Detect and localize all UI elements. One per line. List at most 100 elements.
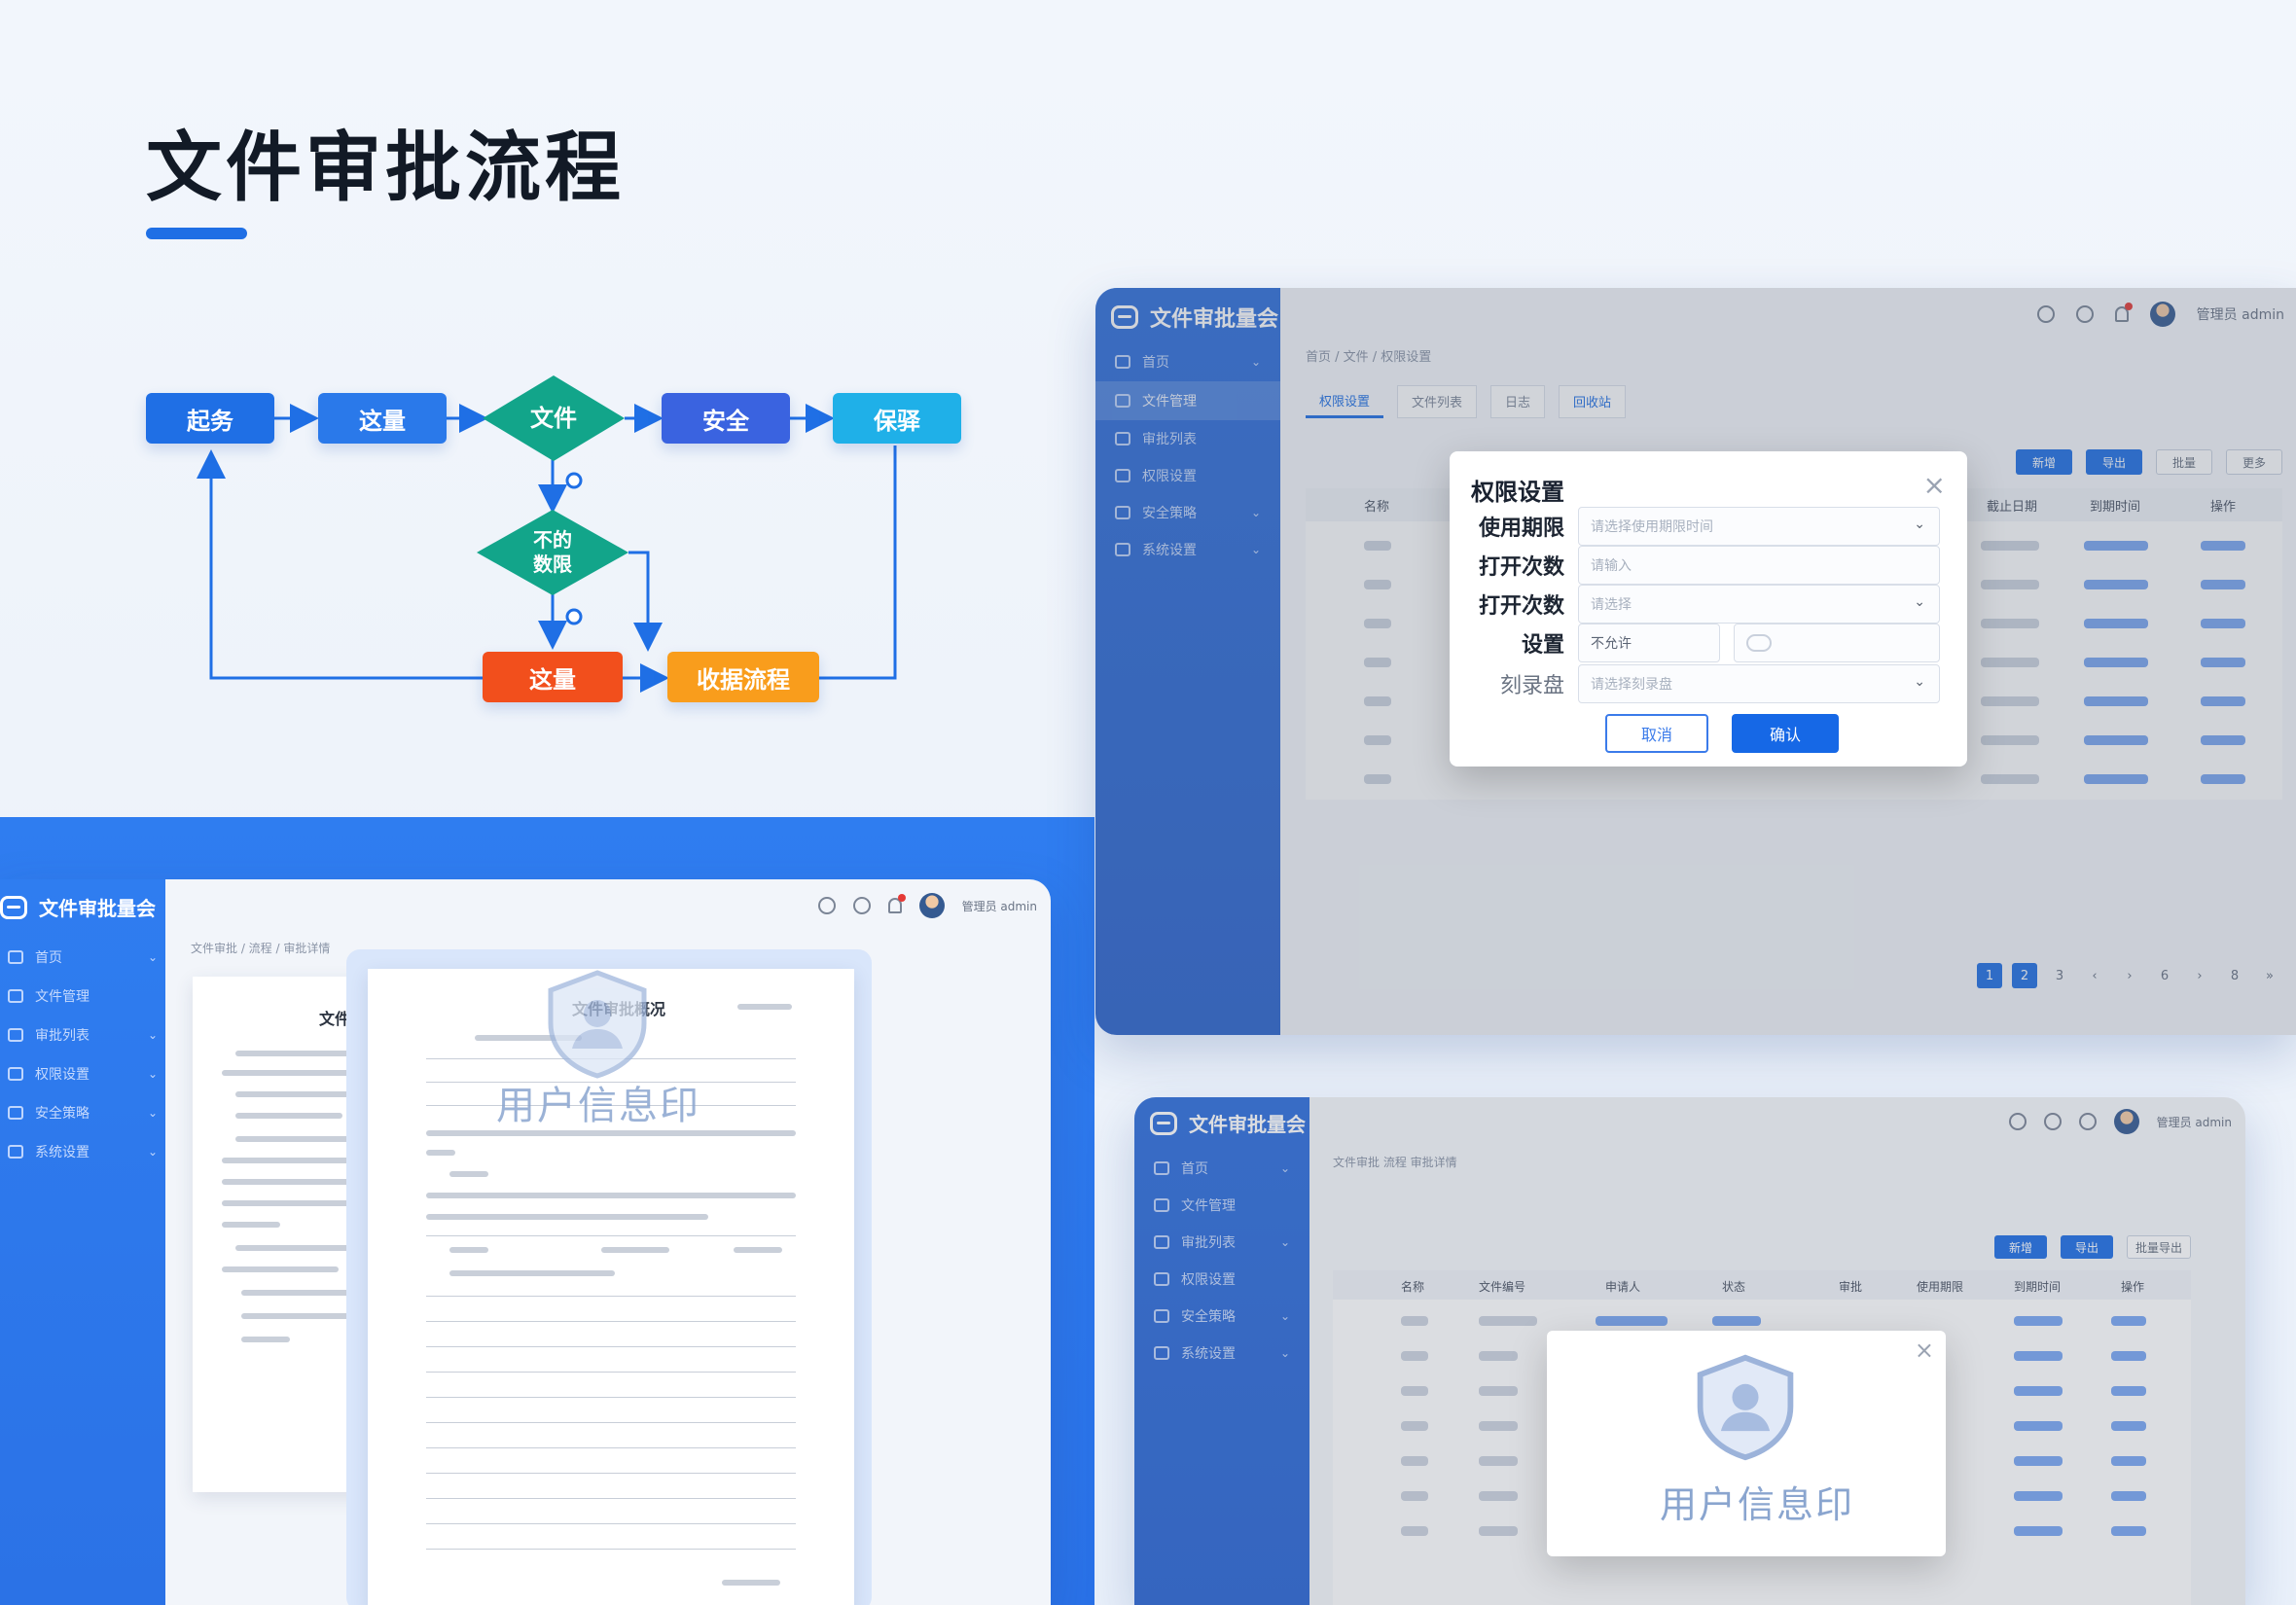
avatar[interactable]	[918, 893, 945, 918]
brand-logo-icon	[0, 895, 27, 919]
page-button[interactable]: ‹	[2092, 968, 2098, 983]
sidebar-item-files[interactable]: 文件管理	[1095, 381, 1280, 420]
sidebar-item-files[interactable]: 文件管理	[0, 977, 165, 1016]
table-header-cell: 名称	[1401, 1280, 1425, 1294]
sidebar-item-permissions[interactable]: 权限设置	[1134, 1261, 1309, 1298]
page-button[interactable]: »	[2266, 968, 2274, 983]
table-row[interactable]	[1333, 1344, 2191, 1368]
batch-button[interactable]: 批量	[2156, 449, 2212, 475]
sidebar-item-security[interactable]: 安全策略⌄	[1134, 1298, 1309, 1335]
table-row[interactable]	[1306, 572, 2282, 597]
main-area: 管理员 admin 文件审批 / 流程 / 审批详情 文件审阅 文件审批概况	[165, 879, 1051, 1605]
table-row[interactable]	[1306, 689, 2282, 714]
settings-toggle-field[interactable]	[1734, 624, 1940, 662]
sidebar-item-system[interactable]: 系统设置⌄	[0, 1132, 165, 1171]
table-row[interactable]	[1333, 1379, 2191, 1403]
open-count-input[interactable]: 请输入	[1578, 546, 1940, 585]
table-header-cell: 操作	[2210, 499, 2237, 515]
seal-popup-window: 文件审批量会 首页⌄ 文件管理 审批列表⌄ 权限设置 安全策略⌄ 系统设置⌄ 管…	[1134, 1097, 2245, 1605]
settings-icon[interactable]	[2078, 1113, 2097, 1130]
table-row[interactable]	[1306, 533, 2282, 558]
sidebar-item-files[interactable]: 文件管理	[1134, 1187, 1309, 1224]
sidebar-item-system[interactable]: 系统设置⌄	[1134, 1335, 1309, 1372]
table-row[interactable]	[1333, 1309, 2191, 1333]
usage-period-select[interactable]: 请选择使用期限时间 ⌄	[1578, 507, 1940, 546]
avatar[interactable]	[2149, 302, 2175, 327]
page-button[interactable]: 2	[2012, 963, 2037, 988]
table-row[interactable]	[1306, 728, 2282, 753]
export-button[interactable]: 导出	[2061, 1235, 2113, 1259]
flow-branch-receipt: 收据流程	[667, 652, 819, 702]
page-button[interactable]: 8	[2230, 968, 2240, 983]
sidebar-item-label: 首页	[1181, 1161, 1208, 1177]
close-icon[interactable]: ×	[1922, 469, 1946, 501]
page-button[interactable]: 3	[2055, 968, 2064, 983]
chevron-down-icon: ⌄	[1250, 506, 1261, 519]
add-button[interactable]: 新增	[2016, 449, 2072, 475]
flow-step-file-label: 文件	[530, 405, 577, 432]
page-button[interactable]: 1	[1977, 963, 2002, 988]
sidebar-item-label: 文件管理	[35, 989, 90, 1005]
sidebar-item-permissions[interactable]: 权限设置	[1095, 457, 1280, 494]
table-header-cell: 使用期限	[1917, 1280, 1964, 1294]
tab-permissions[interactable]: 权限设置	[1306, 385, 1384, 418]
user-name: 管理员 admin	[2156, 1115, 2232, 1129]
table-row[interactable]	[1333, 1519, 2191, 1543]
toolbar: 新增 导出 批量 更多	[2016, 449, 2282, 475]
chevron-down-icon: ⌄	[1279, 1161, 1290, 1175]
table-row[interactable]	[1306, 650, 2282, 675]
toggle-switch[interactable]	[1746, 634, 1772, 652]
sidebar-item-approvals[interactable]: 审批列表	[1095, 420, 1280, 457]
field-placeholder: 请选择使用期限时间	[1591, 519, 1713, 535]
page-button[interactable]: 6	[2160, 968, 2170, 983]
confirm-button[interactable]: 确认	[1732, 714, 1839, 753]
sidebar-item-label: 系统设置	[1142, 543, 1197, 558]
user-name: 管理员 admin	[961, 899, 1037, 913]
field-placeholder: 不允许	[1591, 636, 1632, 652]
batch-export-button[interactable]: 批量导出	[2127, 1235, 2191, 1259]
table-header-cell: 截止日期	[1987, 499, 2038, 515]
user-icon[interactable]	[2075, 305, 2094, 323]
sidebar-item-label: 权限设置	[1142, 469, 1197, 484]
cancel-button[interactable]: 取消	[1605, 714, 1708, 753]
chevron-down-icon: ⌄	[1279, 1346, 1290, 1360]
table-row[interactable]	[1306, 767, 2282, 792]
tab-logs[interactable]: 日志	[1490, 385, 1546, 418]
close-icon[interactable]: ×	[1914, 1337, 1934, 1364]
sidebar-item-home[interactable]: 首页⌄	[0, 938, 165, 977]
user-icon[interactable]	[852, 897, 871, 914]
settings-input[interactable]: 不允许	[1578, 624, 1720, 662]
table-row[interactable]	[1333, 1449, 2191, 1473]
bell-icon[interactable]	[2114, 303, 2133, 322]
add-button[interactable]: 新增	[1994, 1235, 2047, 1259]
sidebar-item-home[interactable]: 首页⌄	[1095, 342, 1280, 381]
sidebar-item-security[interactable]: 安全策略⌄	[1095, 494, 1280, 531]
sidebar-item-label: 安全策略	[1181, 1309, 1236, 1325]
open-count-select[interactable]: 请选择 ⌄	[1578, 585, 1940, 624]
sidebar: 文件审批量会 首页⌄ 文件管理 审批列表⌄ 权限设置 安全策略⌄ 系统设置⌄	[1134, 1097, 1309, 1605]
sidebar-item-approvals[interactable]: 审批列表⌄	[1134, 1224, 1309, 1261]
search-icon[interactable]	[2036, 305, 2055, 323]
page-button[interactable]: ›	[2197, 968, 2203, 983]
burn-disc-select[interactable]: 请选择刻录盘 ⌄	[1578, 664, 1940, 703]
table-row[interactable]	[1306, 611, 2282, 636]
sidebar-item-permissions[interactable]: 权限设置⌄	[0, 1054, 165, 1093]
search-icon[interactable]	[2008, 1113, 2027, 1130]
bell-icon[interactable]	[887, 894, 906, 913]
search-icon[interactable]	[817, 897, 836, 914]
export-button[interactable]: 导出	[2086, 449, 2142, 475]
sidebar-item-approvals[interactable]: 审批列表⌄	[0, 1016, 165, 1054]
sidebar-item-home[interactable]: 首页 ⌄	[1134, 1150, 1309, 1187]
tab-recycle[interactable]: 回收站	[1559, 385, 1627, 418]
folder-icon	[8, 989, 23, 1003]
user-icon[interactable]	[2043, 1113, 2062, 1130]
table-row[interactable]	[1333, 1414, 2191, 1438]
more-button[interactable]: 更多	[2226, 449, 2282, 475]
table-row[interactable]	[1333, 1484, 2191, 1508]
avatar[interactable]	[2113, 1109, 2139, 1134]
sidebar-item-system[interactable]: 系统设置⌄	[1095, 531, 1280, 568]
sidebar-item-security[interactable]: 安全策略⌄	[0, 1093, 165, 1132]
permission-modal: 权限设置 × 使用期限 请选择使用期限时间 ⌄ 打开次数 请输入 打开次数 请选…	[1450, 451, 1967, 767]
tab-files[interactable]: 文件列表	[1397, 385, 1478, 418]
page-button[interactable]: ›	[2127, 968, 2133, 983]
